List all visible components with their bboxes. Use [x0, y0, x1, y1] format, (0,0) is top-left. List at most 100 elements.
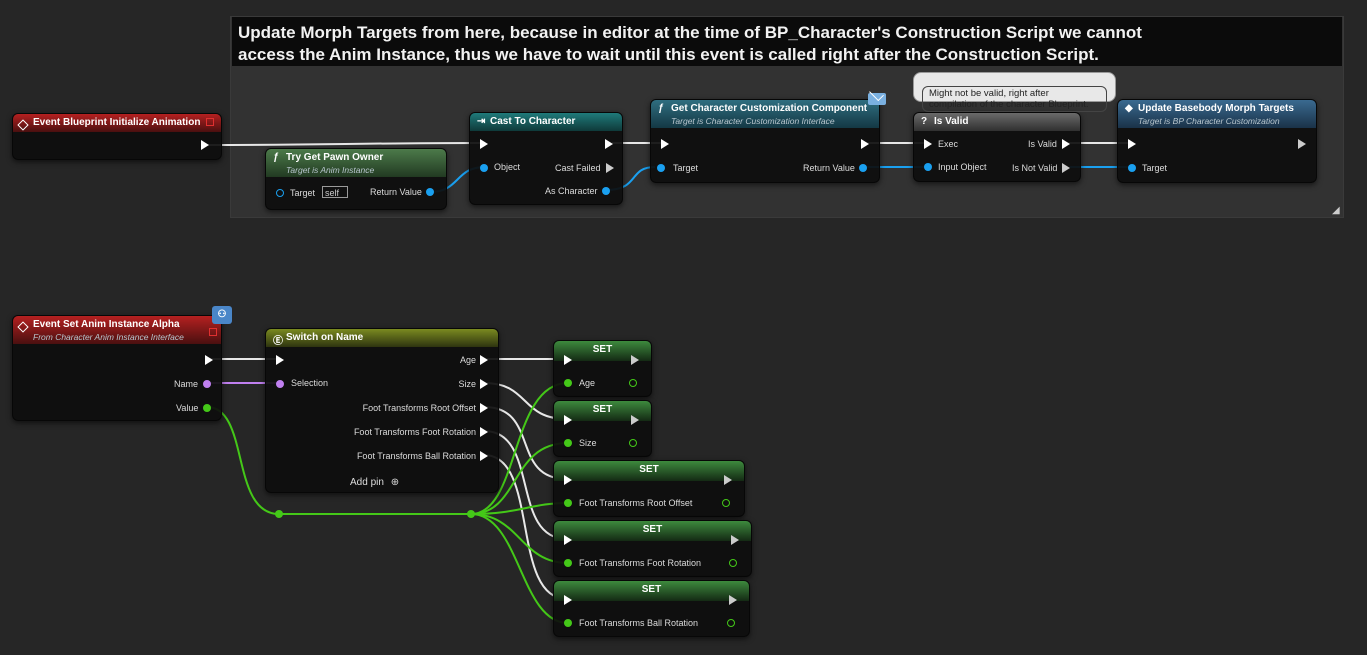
event-set-anim-instance-alpha-node[interactable]: Event Set Anim Instance Alpha From Chara… — [12, 315, 222, 421]
age-output-pin[interactable] — [629, 379, 637, 387]
is-valid-node[interactable]: ? Is Valid Exec Is Valid Input Object Is… — [913, 112, 1081, 182]
set-foot-transforms-ball-rotation-node[interactable]: SET Foot Transforms Ball Rotation — [553, 580, 750, 637]
exec-out-pin[interactable] — [201, 140, 209, 150]
ball-rotation-label: Foot Transforms Ball Rotation — [579, 618, 699, 628]
node-title: Get Character Customization Component — [671, 103, 868, 114]
switch-output-pin-size[interactable] — [480, 379, 488, 389]
cast-failed-label: Cast Failed — [555, 163, 601, 173]
input-object-pin[interactable] — [924, 163, 932, 171]
node-header: Event Blueprint Initialize Animation — [13, 114, 221, 132]
switch-output-label-size: Size — [458, 379, 476, 389]
exec-in-pin[interactable] — [661, 139, 669, 149]
exec-in-pin[interactable] — [276, 355, 284, 365]
node-comment-bubble[interactable]: Might not be valid, right after compilat… — [913, 72, 1116, 112]
node-subtitle: Target is Anim Instance — [286, 165, 375, 175]
root-offset-input-pin[interactable] — [564, 499, 572, 507]
ball-rotation-output-pin[interactable] — [727, 619, 735, 627]
exec-out-pin[interactable] — [729, 595, 737, 605]
name-pin[interactable] — [203, 380, 211, 388]
get-character-customization-component-node[interactable]: ƒ Get Character Customization Component … — [650, 99, 880, 183]
foot-rotation-output-pin[interactable] — [729, 559, 737, 567]
output-delegate-icon[interactable] — [209, 328, 217, 336]
node-header: ƒ Try Get Pawn Owner Target is Anim Inst… — [266, 149, 446, 177]
switch-output-pin-foot-rotation[interactable] — [480, 427, 488, 437]
object-label: Object — [494, 162, 521, 172]
update-basebody-morph-targets-node[interactable]: ◆ Update Basebody Morph Targets Target i… — [1117, 99, 1317, 183]
return-value-pin[interactable] — [859, 164, 867, 172]
target-pin[interactable] — [276, 189, 284, 197]
set-foot-transforms-root-offset-node[interactable]: SET Foot Transforms Root Offset — [553, 460, 745, 517]
target-label: Target — [673, 163, 699, 173]
set-age-node[interactable]: SET Age — [553, 340, 652, 397]
exec-in-pin[interactable] — [1128, 139, 1136, 149]
exec-in-pin[interactable] — [480, 139, 488, 149]
output-delegate-icon[interactable] — [206, 118, 214, 126]
exec-in-pin[interactable] — [564, 355, 572, 365]
exec-out-pin[interactable] — [205, 355, 213, 365]
is-valid-pin[interactable] — [1062, 139, 1070, 149]
self-value[interactable]: self — [322, 186, 348, 198]
add-pin-button[interactable]: Add pin ⊕ — [350, 477, 399, 488]
set-foot-transforms-foot-rotation-node[interactable]: SET Foot Transforms Foot Rotation — [553, 520, 752, 577]
node-header: ƒ Get Character Customization Component … — [651, 100, 879, 128]
size-output-pin[interactable] — [629, 439, 637, 447]
return-value-pin[interactable] — [426, 188, 434, 196]
switch-on-name-node[interactable]: Ⓔ Switch on Name Selection Age Size Foot… — [265, 328, 499, 493]
node-title: Update Basebody Morph Targets — [1138, 103, 1294, 114]
reroute-knot[interactable] — [467, 510, 475, 518]
exec-out-pin[interactable] — [605, 139, 613, 149]
node-comment-text: Might not be valid, right after compilat… — [922, 86, 1107, 112]
node-title: Cast To Character — [490, 116, 576, 127]
target-pin[interactable] — [657, 164, 665, 172]
root-offset-output-pin[interactable] — [722, 499, 730, 507]
cast-to-character-node[interactable]: ⇥ Cast To Character Object Cast Failed A… — [469, 112, 623, 205]
comment-resize-handle[interactable]: ◢ — [1332, 205, 1340, 216]
exec-label: Exec — [938, 139, 959, 149]
value-pin[interactable] — [203, 404, 211, 412]
exec-out-pin[interactable] — [724, 475, 732, 485]
function-icon: ƒ — [273, 152, 279, 163]
exec-out-pin[interactable] — [861, 139, 869, 149]
age-input-pin[interactable] — [564, 379, 572, 387]
foot-rotation-input-pin[interactable] — [564, 559, 572, 567]
comment-title[interactable]: Update Morph Targets from here, because … — [232, 17, 1342, 66]
node-header: SET — [554, 401, 651, 421]
reroute-knot[interactable] — [275, 510, 283, 518]
try-get-pawn-owner-node[interactable]: ƒ Try Get Pawn Owner Target is Anim Inst… — [265, 148, 447, 210]
switch-output-label-root-offset: Foot Transforms Root Offset — [362, 403, 476, 413]
switch-output-pin-root-offset[interactable] — [480, 403, 488, 413]
exec-in-pin[interactable] — [564, 535, 572, 545]
node-header: SET — [554, 521, 751, 541]
node-title: Is Valid — [934, 116, 969, 127]
is-not-valid-pin[interactable] — [1062, 163, 1070, 173]
exec-in-pin[interactable] — [564, 595, 572, 605]
name-label: Name — [174, 379, 199, 389]
node-header: Ⓔ Switch on Name — [266, 329, 498, 347]
node-header: SET — [554, 461, 744, 481]
target-label: Target — [290, 188, 316, 198]
as-character-pin[interactable] — [602, 187, 610, 195]
exec-in-pin[interactable] — [924, 139, 932, 149]
size-input-pin[interactable] — [564, 439, 572, 447]
switch-output-pin-ball-rotation[interactable] — [480, 451, 488, 461]
set-size-node[interactable]: SET Size — [553, 400, 652, 457]
event-blueprint-initialize-animation-node[interactable]: Event Blueprint Initialize Animation — [12, 113, 222, 160]
exec-out-pin[interactable] — [631, 355, 639, 365]
exec-out-pin[interactable] — [631, 415, 639, 425]
object-pin[interactable] — [480, 164, 488, 172]
ball-rotation-input-pin[interactable] — [564, 619, 572, 627]
target-pin[interactable] — [1128, 164, 1136, 172]
value-label: Value — [176, 403, 199, 413]
exec-in-pin[interactable] — [564, 415, 572, 425]
exec-out-pin[interactable] — [731, 535, 739, 545]
switch-output-label-foot-rotation: Foot Transforms Foot Rotation — [353, 427, 476, 437]
exec-out-pin[interactable] — [1298, 139, 1306, 149]
selection-pin[interactable] — [276, 380, 284, 388]
node-header: ◆ Update Basebody Morph Targets Target i… — [1118, 100, 1316, 128]
switch-icon: Ⓔ — [273, 336, 283, 347]
anim-blueprint-icon: ⚇ — [212, 306, 232, 324]
return-value-label: Return Value — [803, 163, 855, 173]
switch-output-pin-age[interactable] — [480, 355, 488, 365]
cast-failed-pin[interactable] — [606, 163, 614, 173]
exec-in-pin[interactable] — [564, 475, 572, 485]
